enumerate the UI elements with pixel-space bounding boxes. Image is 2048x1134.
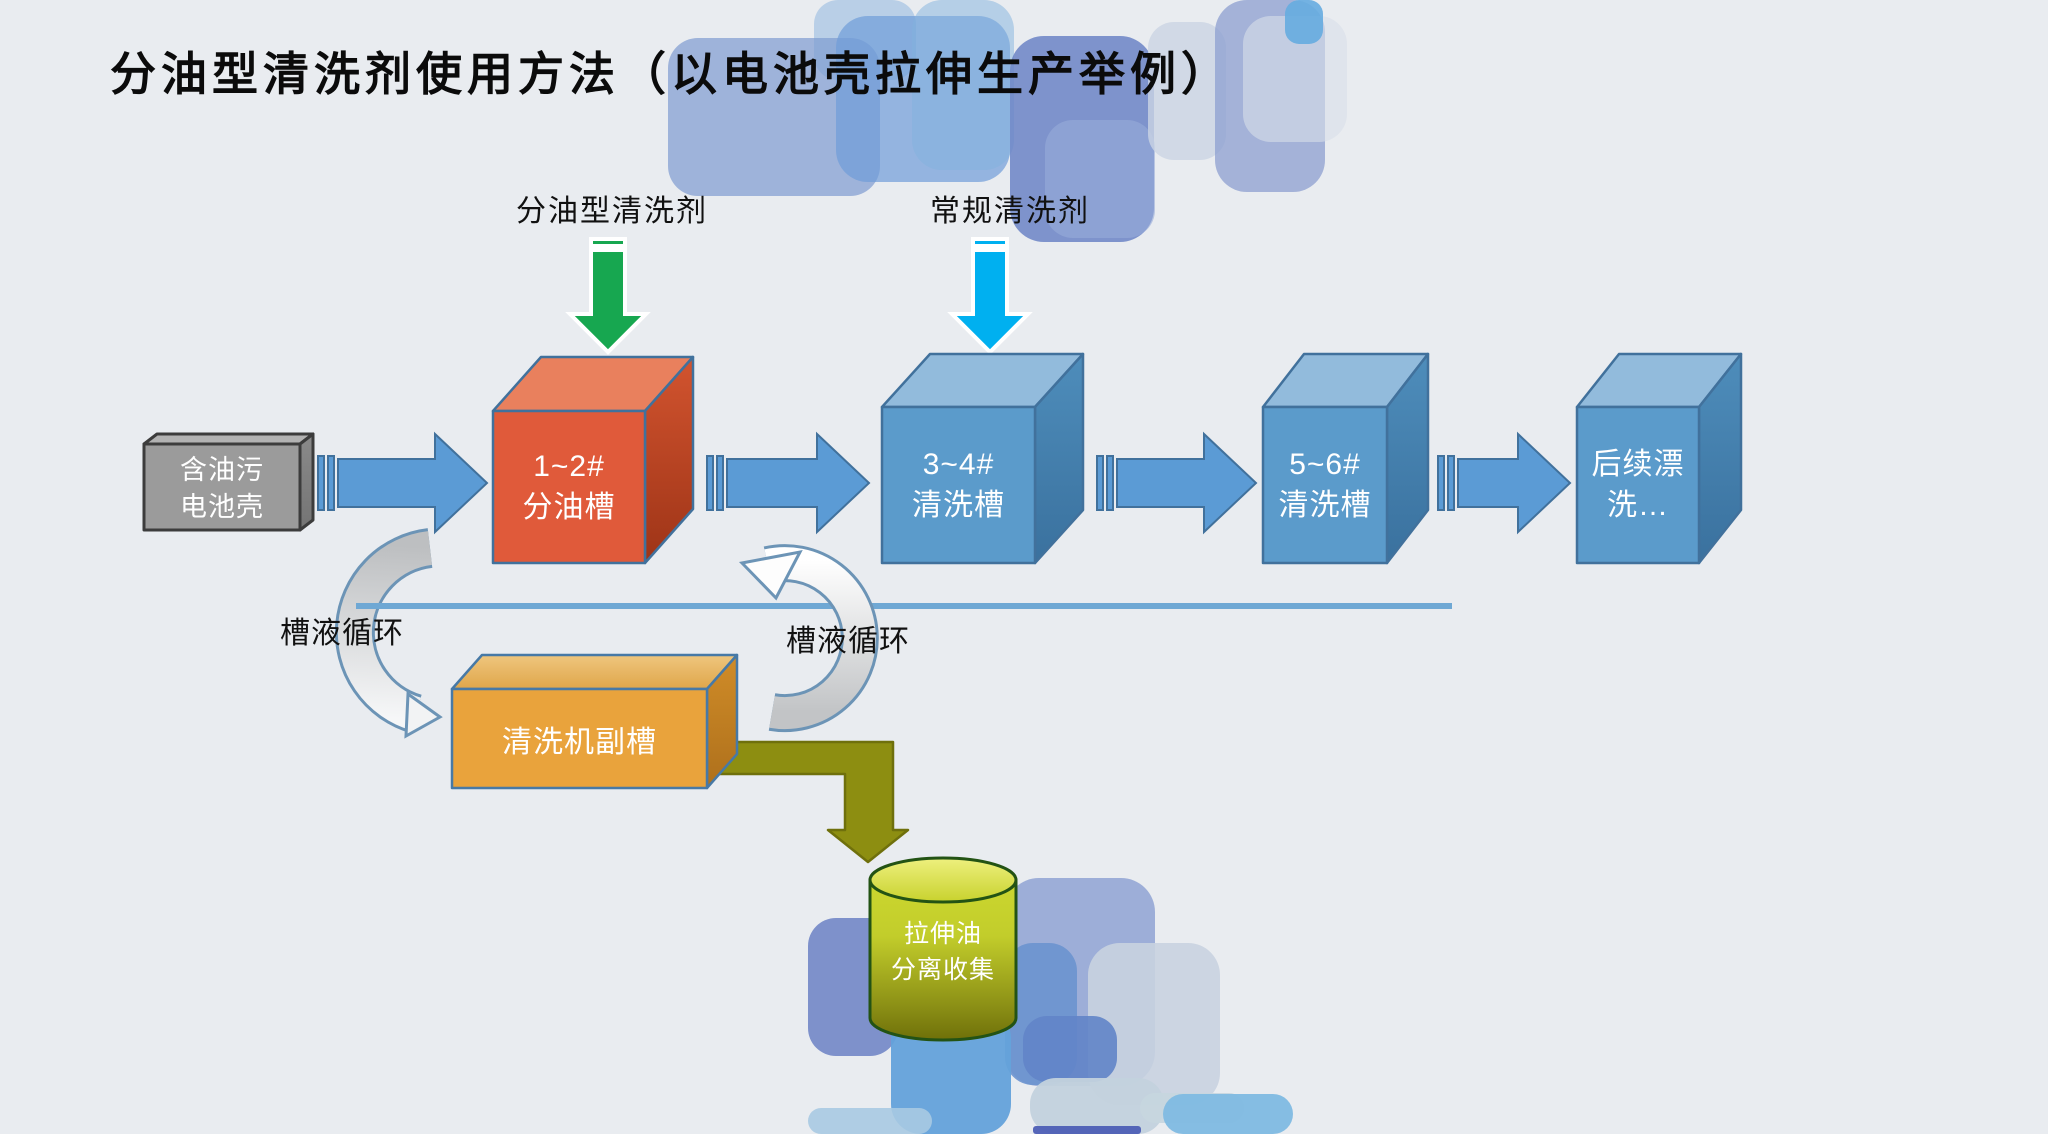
rinse-label-line2: 洗… [1607, 489, 1669, 522]
wash-tank-34-line2: 清洗槽 [912, 489, 1005, 522]
decor-tile [1285, 0, 1323, 44]
rinse-label-line1: 后续漂 [1591, 448, 1685, 481]
battery-shell-label-line1: 含油污 [180, 455, 264, 485]
decor-tile [1023, 1016, 1117, 1082]
battery-shell-label: 含油污 电池壳 [144, 452, 300, 526]
oil-collection-label: 拉伸油 分离收集 [870, 916, 1016, 988]
wash-tank-34-label: 3~4# 清洗槽 [882, 444, 1035, 526]
wash-tank-56-line2: 清洗槽 [1278, 489, 1372, 522]
subsequent-rinse-cube [1575, 352, 1743, 565]
circulation-label-right: 槽液循环 [786, 625, 910, 658]
wash-tank-56-label: 5~6# 清洗槽 [1263, 444, 1387, 526]
auxiliary-tank-box [450, 653, 739, 790]
flow-arrow-2 [706, 431, 871, 535]
wash-tank-56-cube [1261, 352, 1430, 565]
wash-tank-56-line1: 5~6# [1289, 448, 1361, 481]
regular-cleaner-label: 常规清洗剂 [930, 195, 1090, 228]
oil-drain-arrow [710, 740, 910, 864]
decor-tile [1045, 120, 1155, 238]
oil-separation-tank-cube [491, 355, 695, 565]
decor-tile [1033, 1126, 1141, 1134]
oil-separation-tank-label: 1~2# 分油槽 [493, 446, 645, 528]
oil-separating-cleaner-label: 分油型清洗剂 [516, 195, 708, 228]
wash-tank-34-cube [880, 352, 1085, 565]
decor-tile [1148, 22, 1226, 160]
oil-collection-line2: 分离收集 [890, 956, 995, 984]
oil-tank-label-line1: 1~2# [533, 450, 605, 483]
flow-arrow-4 [1437, 431, 1572, 535]
decor-tile [912, 0, 1014, 170]
circulation-arrow-left [334, 528, 443, 739]
flow-arrow-3 [1096, 431, 1258, 535]
battery-shell-label-line2: 电池壳 [180, 492, 264, 522]
circulation-label-left: 槽液循环 [280, 617, 404, 650]
oil-collection-line1: 拉伸油 [903, 920, 982, 948]
regular-cleaner-arrow [947, 237, 1033, 355]
circulation-arrow-right [738, 544, 879, 733]
oil-tank-label-line2: 分油槽 [522, 491, 616, 524]
decor-tile [808, 1108, 932, 1134]
oil-separating-cleaner-arrow [565, 237, 651, 355]
auxiliary-tank-label: 清洗机副槽 [502, 726, 657, 759]
decor-tile [1163, 1094, 1293, 1134]
flow-arrow-1 [317, 431, 489, 535]
battery-shell-box [142, 432, 315, 532]
subsequent-rinse-label: 后续漂 洗… [1577, 444, 1699, 526]
wash-tank-34-line1: 3~4# [922, 448, 995, 481]
page-title: 分油型清洗剂使用方法（以电池壳拉伸生产举例） [110, 48, 1232, 100]
oil-collection-cylinder [868, 856, 1018, 1042]
